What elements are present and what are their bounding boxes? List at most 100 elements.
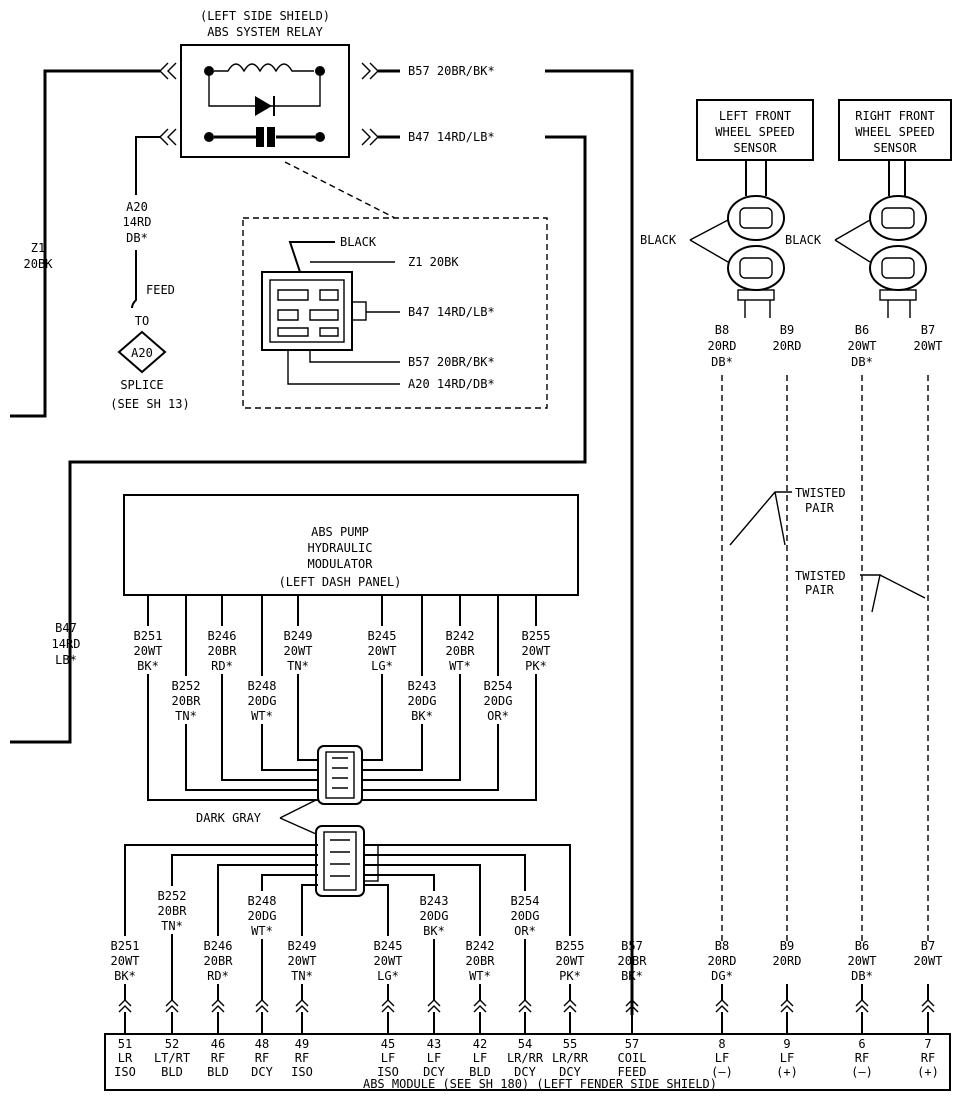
module-wire-gauge: 20BR [466,954,496,968]
relay-b57-label: B57 20BR/BK* [408,64,495,78]
a20-color-label: DB* [126,231,148,245]
module-wire-color: TN* [161,919,183,933]
module-pin-function: BLD [469,1065,491,1079]
module-wire-color: BK* [114,969,136,983]
module-wire-gauge: 20WT [914,954,943,968]
twisted-pair-label-2b: PAIR [805,583,835,597]
module-pin-name: LF [780,1051,794,1065]
module-pin-number: 45 [381,1037,395,1051]
pump-wire-color: BK* [411,709,433,723]
module-wire-color: WT* [251,924,273,938]
relay-connector-icon [261,271,367,351]
pump-wire-gauge: 20WT [368,644,397,658]
a20-wire [135,136,160,195]
pump-location: (LEFT DASH PANEL) [279,575,402,589]
dark-gray-connector-lower-icon [315,825,379,897]
pump-wire-circuit: B252 [172,679,201,693]
module-wire-circuit: B249 [288,939,317,953]
z1-wire [10,69,160,418]
b47-left-color: LB* [55,653,77,667]
abs-system-relay: (LEFT SIDE SHIELD) ABS SYSTEM RELAY [180,9,350,158]
rf-sensor-title-2: WHEEL SPEED [855,125,934,139]
connector-mark-icon [165,999,179,1013]
module-pin-name: RF [255,1051,269,1065]
module-pin-function: DCY [514,1065,536,1079]
module-pin-function: ISO [291,1065,313,1079]
pump-wire-gauge: 20WT [522,644,551,658]
pump-wire-color: OR* [487,709,509,723]
pump-wire-color: TN* [287,659,309,673]
module-pin-function: BLD [161,1065,183,1079]
module-pin-number: 49 [295,1037,309,1051]
connector-mark-icon [295,999,309,1013]
right-front-sensor: RIGHT FRONT WHEEL SPEED SENSOR [838,99,952,301]
connector-mark-icon [715,999,729,1013]
diode-icon [255,96,272,116]
module-wire-gauge: 20WT [111,954,140,968]
connector-mark-icon [211,999,225,1013]
module-wire-gauge: 20WT [556,954,585,968]
module-wire-gauge: 20DG [420,909,449,923]
relay-title: ABS SYSTEM RELAY [207,25,323,39]
b57-wire [378,69,634,1015]
module-wire-gauge: 20RD [708,954,737,968]
module-pin-number: 46 [211,1037,225,1051]
connector-mark-icon [473,999,487,1013]
splice-ref-label: (SEE SH 13) [110,397,189,411]
connector-mark-icon [563,999,577,1013]
module-wire-circuit: B7 [921,939,935,953]
module-wire-circuit: B242 [466,939,495,953]
module-pin-name: COIL [618,1051,647,1065]
connector-mark-icon [118,999,132,1013]
module-pin-name: LF [381,1051,395,1065]
pump-title: ABS PUMP [311,525,369,539]
sensor-wire-circuit: B8 [715,323,729,337]
pump-wire-gauge: 20BR [208,644,238,658]
module-wires: B25120WTBK*B25220BRTN*B24620BRRD*B24820D… [111,844,943,1034]
module-pin-number: 8 [718,1037,725,1051]
sensor-wire-circuit: B7 [921,323,935,337]
module-pin-number: 6 [858,1037,865,1051]
module-pin-number: 9 [783,1037,790,1051]
module-wire-color: PK* [559,969,581,983]
module-wire-gauge: 20WT [288,954,317,968]
module-wire-circuit: B9 [780,939,794,953]
module-pin-function: (+) [776,1065,798,1079]
lf-sensor-title: LEFT FRONT [719,109,791,123]
inset-a20-label: A20 14RD/DB* [408,377,495,391]
rf-sensor-title-3: SENSOR [873,141,917,155]
module-pin-function: (—) [711,1065,733,1079]
splice-label: SPLICE [120,378,163,392]
lf-harness-plug-icon [727,245,785,291]
rf-sensor-title: RIGHT FRONT [855,109,934,123]
module-pin-number: 51 [118,1037,132,1051]
pump-wire-labels: B25120WTBK*B25220BRTN*B24620BRRD*B24820D… [134,629,551,723]
sensor-wire-gauge: 20WT [848,339,877,353]
connector-mark-icon [518,999,532,1013]
rf-harness-plug-icon [869,245,927,291]
pump-wire-gauge: 20BR [172,694,202,708]
pump-wire-color: BK* [137,659,159,673]
dark-gray-label: DARK GRAY [196,811,262,825]
connector-mark-icon [780,999,794,1013]
pump-wire-circuit: B243 [408,679,437,693]
module-wire-circuit: B252 [158,889,187,903]
module-pin-function: ISO [377,1065,399,1079]
module-wire-gauge: 20BR [204,954,234,968]
pump-wire-color: RD* [211,659,233,673]
splice-diamond-icon [117,330,167,374]
dark-gray-connector-upper-icon [317,745,363,805]
pump-wire-gauge: 20BR [446,644,476,658]
module-pin-name: RF [921,1051,935,1065]
module-wire-circuit: B251 [111,939,140,953]
module-wire-circuit: B248 [248,894,277,908]
module-wire-color: OR* [514,924,536,938]
abs-module-pins: 51LRISO52LT/RTBLD46RFBLD48RFDCY49RFISO45… [114,1037,939,1079]
module-wire-circuit: B245 [374,939,403,953]
twisted-pair-label-1b: PAIR [805,501,835,515]
pump-title-2: HYDRAULIC [307,541,372,555]
module-wire-circuit: B243 [420,894,449,908]
module-pin-number: 43 [427,1037,441,1051]
sensor-wire-gauge: 20RD [773,339,802,353]
module-pin-number: 52 [165,1037,179,1051]
